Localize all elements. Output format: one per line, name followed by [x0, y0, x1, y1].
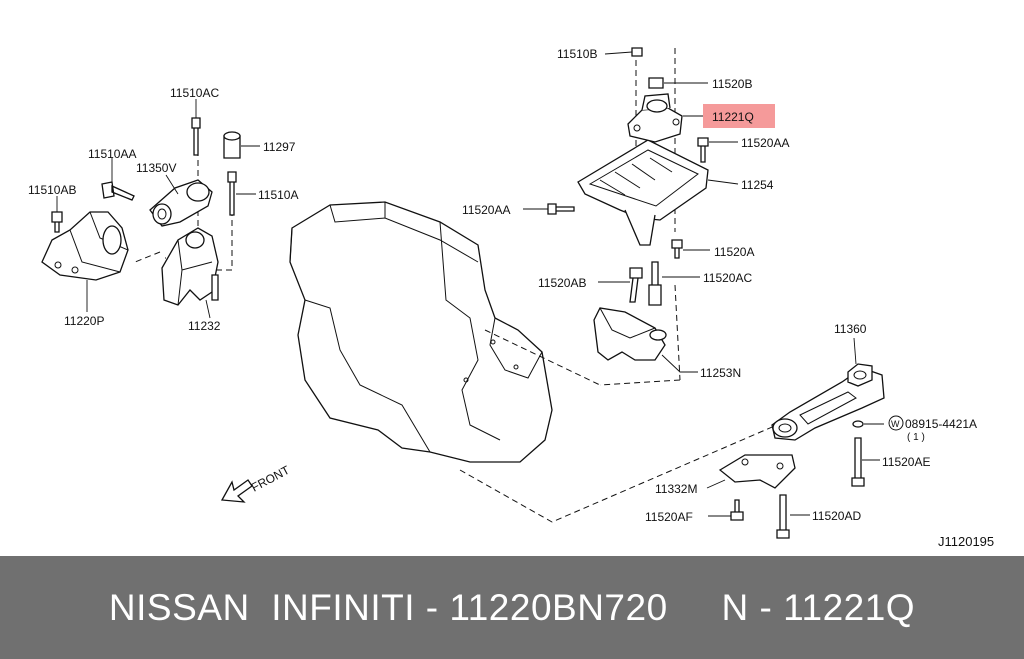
leader-lines	[56, 51, 884, 517]
label-08915-4421a: 08915-4421A	[905, 417, 977, 431]
w-symbol-icon	[888, 415, 904, 431]
label-11520b: 11520B	[712, 77, 752, 91]
label-11520ab: 11520AB	[538, 276, 587, 290]
label-11520aa-left: 11520AA	[462, 203, 511, 217]
label-11520ad: 11520AD	[812, 509, 861, 523]
label-11520ac: 11520AC	[703, 271, 752, 285]
label-11520af: 11520AF	[645, 510, 693, 524]
label-11254: 11254	[741, 178, 774, 192]
label-11520aa-right: 11520AA	[741, 136, 790, 150]
label-11510aa: 11510AA	[88, 147, 137, 161]
label-11350v: 11350V	[136, 161, 176, 175]
label-11510ac: 11510AC	[170, 86, 219, 100]
engine-mount-diagram: FRONT 11510B 11520B 11221Q 11520AA 11254…	[28, 47, 995, 549]
right-mount-assembly	[547, 47, 709, 361]
label-11520ae: 11520AE	[882, 455, 931, 469]
label-11220p: 11220P	[64, 314, 104, 328]
front-arrow-icon	[220, 479, 253, 503]
figure-code: J1120195	[938, 534, 994, 549]
footer-bar: NISSAN INFINITI - 11220BN720 N - 11221Q	[0, 556, 1024, 659]
highlight-11221q	[703, 104, 775, 128]
label-11221q[interactable]: 11221Q	[712, 110, 754, 124]
label-11510b: 11510B	[557, 47, 597, 61]
label-11520a: 11520A	[714, 245, 754, 259]
torque-rod-assembly	[718, 363, 885, 539]
engine-outline	[289, 201, 553, 463]
label-11510ab: 11510AB	[28, 183, 77, 197]
front-label: FRONT	[249, 463, 293, 495]
label-11232: 11232	[188, 319, 221, 333]
label-11253n: 11253N	[700, 366, 741, 380]
footer-part-numbers: NISSAN INFINITI - 11220BN720 N - 11221Q	[108, 586, 916, 628]
label-11510a: 11510A	[258, 188, 298, 202]
label-11332m: 11332M	[655, 482, 697, 496]
label-08915-qty: ( 1 )	[907, 432, 925, 443]
label-11360: 11360	[834, 322, 867, 336]
left-mount-assembly	[41, 117, 241, 306]
label-w-symbol: W	[891, 419, 900, 429]
label-11297: 11297	[263, 140, 296, 154]
